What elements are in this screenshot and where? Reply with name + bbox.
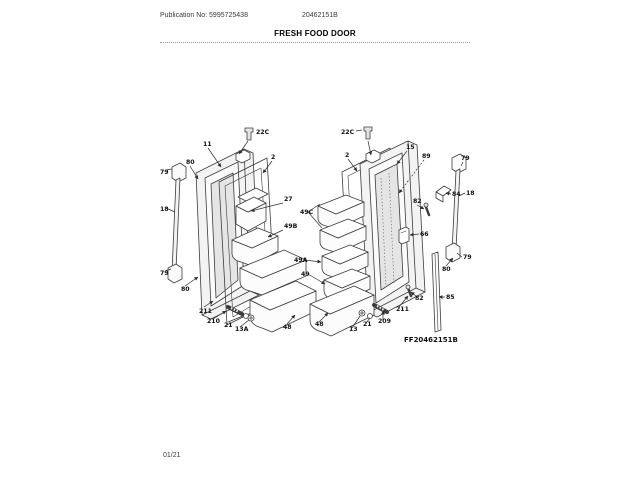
document-number: 20462151B bbox=[302, 12, 338, 19]
callout-209: 209 bbox=[378, 318, 391, 325]
callout-79-left-top: 79 bbox=[160, 169, 169, 176]
right-handle-bottom-cap bbox=[445, 242, 461, 263]
door-bin-48-right bbox=[309, 294, 375, 337]
callout-49c: 49C bbox=[300, 209, 314, 216]
callout-49b: 49B bbox=[284, 223, 298, 230]
hole-plug-left bbox=[244, 127, 254, 141]
washer-right bbox=[367, 313, 373, 319]
callout-82-right-bottom: 82 bbox=[415, 295, 424, 302]
callout-80-left-top: 80 bbox=[186, 159, 195, 166]
right-door-handle bbox=[451, 168, 461, 252]
nut-right bbox=[358, 309, 366, 317]
door-bin-49c-upper bbox=[317, 201, 365, 230]
callout-211-left: 211 bbox=[199, 308, 212, 315]
callout-2-left: 2 bbox=[271, 154, 275, 161]
publication-number: Publication No: 5995725438 bbox=[160, 12, 248, 19]
callout-66: 66 bbox=[420, 231, 429, 238]
door-stop-66 bbox=[398, 226, 410, 245]
callout-18-right: 18 bbox=[466, 190, 475, 197]
callout-13: 13 bbox=[349, 326, 358, 333]
right-door-drawing bbox=[309, 126, 467, 337]
callout-85: 85 bbox=[446, 294, 455, 301]
door-bin-middle bbox=[239, 259, 307, 296]
callout-22c-left: 22C bbox=[256, 129, 270, 136]
revision-date: 01/21 bbox=[163, 452, 181, 459]
callout-21-right: 21 bbox=[363, 321, 372, 328]
callout-211-right: 211 bbox=[396, 306, 409, 313]
callout-18-left: 18 bbox=[160, 206, 169, 213]
leader-lines bbox=[164, 129, 466, 329]
screw-82-top bbox=[423, 202, 431, 217]
callout-48-right: 48 bbox=[315, 321, 324, 328]
callout-11: 11 bbox=[203, 141, 212, 148]
callout-79-left-bottom: 79 bbox=[160, 270, 169, 277]
callout-210: 210 bbox=[207, 318, 221, 325]
callout-13a: 13A bbox=[235, 326, 249, 333]
left-handle-top-cap bbox=[171, 162, 187, 183]
callout-2-right: 2 bbox=[345, 152, 349, 159]
callout-27: 27 bbox=[284, 196, 293, 203]
door-bin-49c-lower bbox=[319, 225, 367, 254]
callout-15: 15 bbox=[406, 144, 415, 151]
callout-89: 89 bbox=[422, 153, 431, 160]
callout-49: 49 bbox=[301, 271, 310, 278]
left-door-handle bbox=[171, 177, 181, 273]
door-bin-49a bbox=[321, 251, 369, 280]
callout-79-right-bottom: 79 bbox=[463, 254, 472, 261]
callout-48-left: 48 bbox=[283, 324, 292, 331]
header-divider bbox=[160, 42, 470, 43]
left-handle-bottom-cap bbox=[167, 263, 183, 284]
left-door-drawing bbox=[167, 127, 317, 333]
callout-labels: 22C 11 80 79 2 18 27 49B 79 80 211 210 2… bbox=[160, 129, 475, 333]
page-title: FRESH FOOD DOOR bbox=[274, 29, 356, 38]
callout-82-right-top: 82 bbox=[413, 198, 422, 205]
nut-left bbox=[247, 314, 255, 322]
left-door-liner-window bbox=[210, 172, 239, 299]
screw-82-bottom bbox=[405, 284, 413, 298]
hinge-pin-left bbox=[226, 305, 244, 316]
callout-84: 84 bbox=[452, 191, 461, 198]
hole-plug-right bbox=[363, 126, 373, 140]
callout-21-left: 21 bbox=[224, 322, 233, 329]
callout-80-right-bottom: 80 bbox=[442, 266, 451, 273]
callout-79-right-top: 79 bbox=[461, 155, 470, 162]
callout-49a: 49A bbox=[294, 257, 308, 264]
callout-22c-right: 22C bbox=[341, 129, 355, 136]
diagram-id: FF20462151B bbox=[404, 336, 458, 344]
right-handle-top-cap bbox=[451, 153, 467, 174]
door-bin-49b bbox=[231, 235, 279, 267]
callout-80-left-bottom: 80 bbox=[181, 286, 190, 293]
